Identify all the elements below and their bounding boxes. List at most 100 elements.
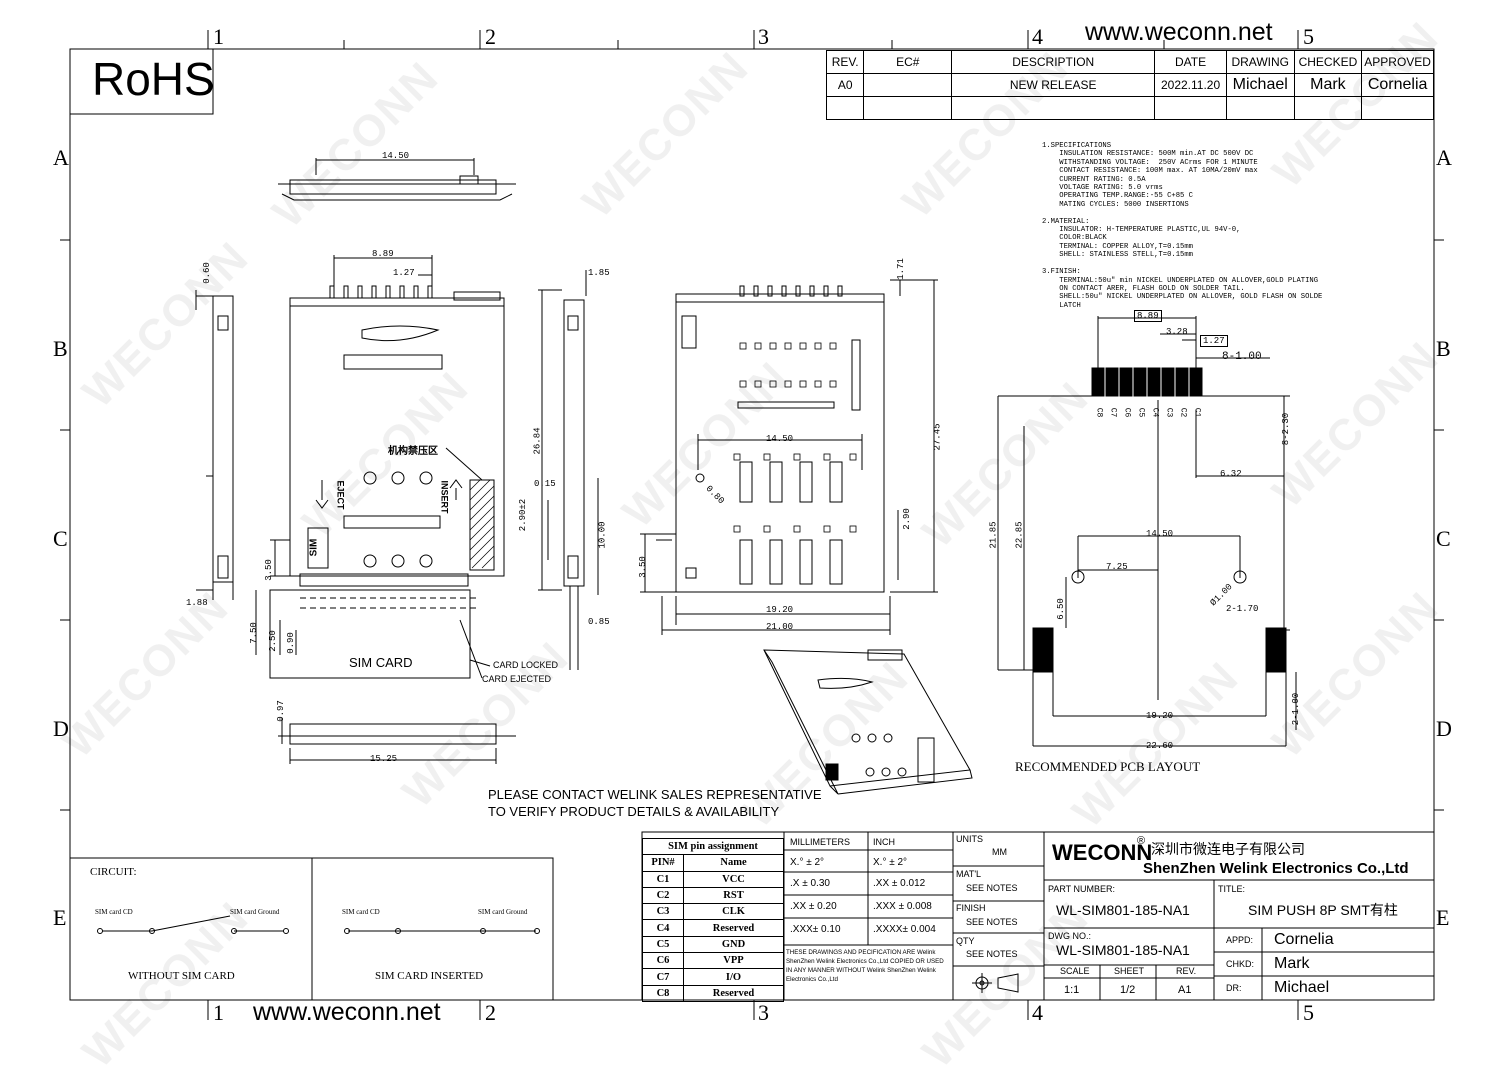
mm-tol-1: .X ± 0.30	[790, 878, 830, 889]
drawing-header: DRAWING	[1225, 50, 1295, 74]
sales-notice: PLEASE CONTACT WELINK SALES REPRESENTATI…	[488, 786, 822, 820]
dim-pitch-span: 8.89	[372, 249, 394, 259]
insert-label: INSERT	[439, 480, 450, 514]
pin-label: C4	[1150, 407, 1160, 418]
pin-id: C4	[642, 919, 684, 937]
dim-card-250: 2.50	[267, 630, 278, 652]
approved-header: APPROVED	[1361, 50, 1434, 74]
company-name-cn: 深圳市微连电子有限公司	[1151, 841, 1305, 857]
pcb-dim-2260: 22.60	[1146, 741, 1174, 751]
pcb-dim-650: 6.50	[1055, 598, 1066, 620]
sheet-label: SHEET	[1114, 966, 1145, 976]
dim-side-mid: 2.90±2	[518, 498, 529, 532]
dr-label: DR:	[1226, 983, 1242, 993]
registered-mark: ®	[1137, 835, 1146, 847]
website-bottom[interactable]: www.weconn.net	[253, 998, 441, 1026]
checked-value: Mark	[1293, 73, 1363, 97]
pin-label: C5	[1136, 407, 1146, 418]
mm-tol-0: X.° ± 2°	[790, 857, 825, 868]
part-number-label: PART NUMBER:	[1048, 884, 1116, 894]
circuit-right-gnd: SIM card Ground	[478, 908, 528, 916]
pin-table-title: SIM pin assignment	[642, 837, 784, 856]
dim-side-thk: 0.60	[201, 262, 212, 284]
pin-name: VCC	[683, 870, 784, 888]
eject-label: EJECT	[335, 480, 346, 510]
grid-col-1: 1	[213, 1000, 224, 1025]
pin-name: Reserved	[683, 984, 784, 1002]
approved-value: Cornelia	[1361, 73, 1434, 97]
sim-logo: SIM	[308, 538, 320, 557]
grid-row-d: D	[1436, 716, 1452, 741]
specifications-text: 1.SPECIFICATIONS INSULATION RESISTANCE: …	[1042, 142, 1323, 310]
pcb-layout-title: RECOMMENDED PCB LAYOUT	[1015, 759, 1201, 774]
matl-value: SEE NOTES	[966, 883, 1018, 893]
grid-row-e: E	[1436, 905, 1450, 930]
grid-row-a: A	[1436, 145, 1452, 170]
grid-row-a: A	[53, 145, 69, 170]
pin-id: C5	[642, 935, 684, 954]
pcb-dim-2185: 21.85	[988, 521, 999, 549]
pin-label: C3	[1164, 407, 1174, 418]
part-number-value: WL-SIM801-185-NA1	[1056, 902, 1190, 918]
dim-top-width: 14.50	[382, 151, 410, 161]
dim-rear-height: 1.71	[895, 258, 906, 280]
circuit-left-gnd: SIM card Ground	[230, 908, 280, 916]
dim-pitch: 1.27	[393, 268, 415, 278]
pin-id: C7	[642, 968, 684, 986]
rev-value: A0	[825, 73, 865, 97]
dim-bottom-height: 0.97	[275, 700, 286, 722]
pin-label: C7	[1108, 407, 1118, 418]
sim-card-label: SIM CARD	[349, 655, 413, 670]
pcb-dim-pitch: 1.27	[1200, 335, 1228, 347]
dim-side-bot: 0.85	[588, 617, 610, 627]
pin-col-header: PIN#	[642, 854, 684, 872]
grid-col-1: 1	[213, 24, 224, 49]
revision-row: A0 NEW RELEASE 2022.11.20 Michael Mark C…	[825, 73, 1434, 97]
inch-tol-3: .XXXX± 0.004	[873, 924, 936, 935]
pin-id: C3	[642, 903, 684, 921]
grid-row-b: B	[53, 336, 68, 361]
pin-id: C6	[642, 952, 684, 970]
brand-logo: WECONN	[1052, 840, 1153, 865]
pin-label: C2	[1178, 407, 1188, 418]
date-value: 2022.11.20	[1154, 73, 1227, 97]
card-ejected-label: CARD EJECTED	[482, 674, 552, 684]
name-col-header: Name	[683, 854, 784, 872]
dim-rear-350: 3.50	[637, 556, 648, 578]
inch-tol-0: X.° ± 2°	[873, 857, 908, 868]
pcb-dim-span: 8.89	[1134, 310, 1162, 322]
qty-value: SEE NOTES	[966, 949, 1018, 959]
scale-label: SCALE	[1060, 966, 1090, 976]
finish-value: SEE NOTES	[966, 917, 1018, 927]
ec-value	[863, 73, 953, 97]
pcb-dim-328: 3.28	[1166, 327, 1188, 337]
notice-line-1: PLEASE CONTACT WELINK SALES REPRESENTATI…	[488, 787, 822, 802]
website-top[interactable]: www.weconn.net	[1085, 18, 1273, 46]
pin-id: C1	[642, 870, 684, 888]
pin-id: C2	[642, 886, 684, 905]
circuit-left-cd: SIM card CD	[95, 908, 133, 916]
inch-tol-2: .XXX ± 0.008	[873, 901, 932, 912]
dr-value: Michael	[1274, 979, 1330, 996]
dim-rear-width: 14.50	[766, 434, 794, 444]
grid-col-4: 4	[1032, 24, 1043, 49]
pin-name: Reserved	[683, 919, 784, 937]
revision-header-row: REV. EC# DESCRIPTION DATE DRAWING CHECKE…	[825, 50, 1434, 74]
revision-table: REV. EC# DESCRIPTION DATE DRAWING CHECKE…	[825, 50, 1434, 120]
dim-side-pin: 10.00	[597, 521, 608, 549]
dim-side-len: 26.84	[532, 427, 543, 455]
dim-card-750: 7.50	[248, 622, 259, 644]
company-name-en: ShenZhen Welink Electronics Co.,Ltd	[1143, 860, 1409, 877]
scale-value: 1:1	[1064, 984, 1080, 996]
description-value: NEW RELEASE	[951, 73, 1156, 97]
circuit-right-caption: SIM CARD INSERTED	[375, 970, 484, 982]
matl-label: MAT'L	[956, 869, 982, 879]
dwg-value: WL-SIM801-185-NA1	[1056, 942, 1190, 958]
rohs-label: RoHS	[92, 53, 215, 105]
